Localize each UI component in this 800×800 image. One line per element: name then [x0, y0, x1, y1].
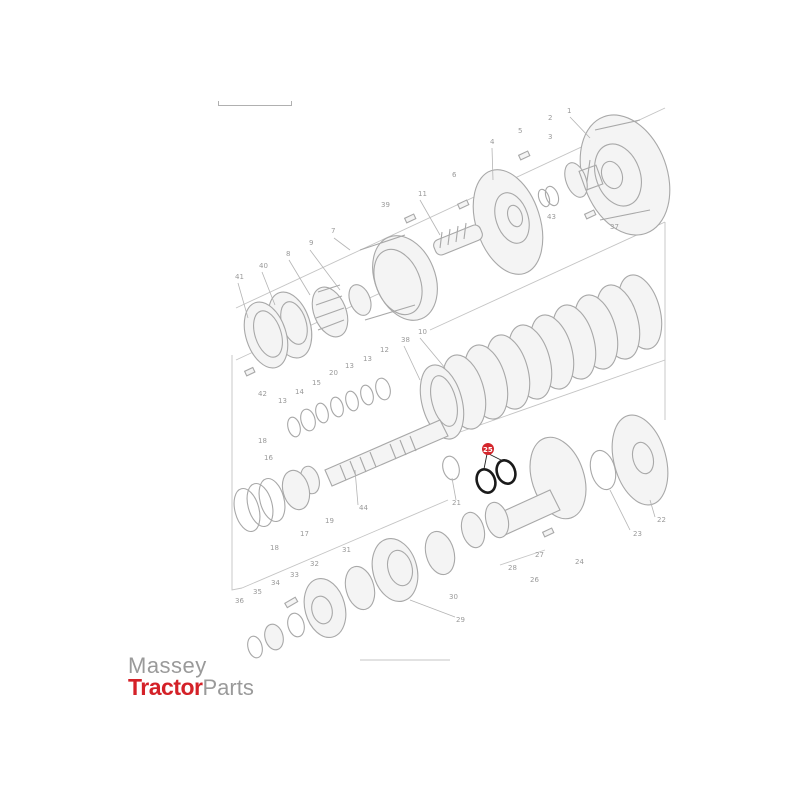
part-24-bolt — [541, 527, 555, 538]
label-19: 19 — [325, 517, 334, 525]
part-labels: 1 2 3 5 4 6 43 37 39 11 7 9 8 40 41 10 3… — [235, 107, 666, 624]
part-41-inner — [253, 310, 283, 358]
label-17: 17 — [300, 530, 309, 538]
label-4: 4 — [490, 138, 495, 146]
label-44: 44 — [359, 504, 368, 512]
part-4-plate — [472, 169, 544, 275]
label-10: 10 — [418, 328, 427, 336]
scale-bar — [218, 101, 292, 106]
label-21: 21 — [452, 499, 461, 507]
label-31: 31 — [342, 546, 351, 554]
part-7-drum — [359, 234, 438, 321]
part-28-flange-shaft — [492, 436, 587, 536]
label-7: 7 — [331, 227, 335, 235]
brand-logo: Massey TractorParts — [128, 655, 254, 699]
label-13a: 13 — [363, 355, 372, 363]
brand-parts: Parts — [202, 675, 254, 700]
label-41: 41 — [235, 273, 244, 281]
label-38: 38 — [401, 336, 410, 344]
label-12: 12 — [380, 346, 389, 354]
part-41-plate — [243, 301, 289, 369]
label-30: 30 — [449, 593, 458, 601]
label-39: 39 — [381, 201, 390, 209]
label-26: 26 — [530, 576, 539, 584]
part-2-flange — [537, 162, 604, 208]
brand-tractor: Tractor — [128, 674, 203, 700]
label-3: 3 — [548, 133, 552, 141]
part-23-shim — [589, 449, 617, 491]
label-11: 11 — [418, 190, 427, 198]
label-16: 16 — [264, 454, 273, 462]
label-32: 32 — [310, 560, 319, 568]
label-25-highlighted[interactable]: 25 — [483, 446, 493, 454]
label-5: 5 — [518, 127, 522, 135]
label-9: 9 — [309, 239, 313, 247]
part-22-inner — [631, 441, 655, 475]
rings-16-19 — [233, 465, 320, 533]
label-29: 29 — [456, 616, 465, 624]
label-1: 1 — [567, 107, 571, 115]
label-23: 23 — [633, 530, 642, 538]
lower-assembly — [247, 511, 486, 659]
highlight-badge — [482, 443, 494, 455]
label-8: 8 — [286, 250, 290, 258]
bolts — [403, 150, 597, 224]
part-10-clutch-pack — [419, 274, 663, 440]
leader-lines — [237, 116, 656, 618]
label-14: 14 — [295, 388, 304, 396]
part-44-main-shaft — [324, 419, 449, 487]
brand-line2: TractorParts — [128, 676, 254, 699]
label-18b: 18 — [270, 544, 279, 552]
label-13c: 13 — [278, 397, 287, 405]
label-37: 37 — [610, 223, 619, 231]
label-33: 33 — [290, 571, 299, 579]
rings-12-20 — [287, 377, 391, 438]
part-42-bolt — [243, 366, 256, 377]
label-27: 27 — [535, 551, 544, 559]
label-35: 35 — [253, 588, 262, 596]
label-43: 43 — [547, 213, 556, 221]
part-11-splined-shaft — [433, 222, 483, 256]
label-6: 6 — [452, 171, 457, 179]
part-25-seal-rings[interactable] — [473, 443, 518, 495]
label-40: 40 — [259, 262, 268, 270]
part-26-bearing — [484, 501, 510, 539]
label-24: 24 — [575, 558, 584, 566]
part-9-bearing — [348, 284, 372, 316]
part-22-disc — [611, 414, 669, 506]
group-frames — [231, 107, 666, 661]
label-2: 2 — [548, 114, 552, 122]
label-18a: 18 — [258, 437, 267, 445]
label-22: 22 — [657, 516, 666, 524]
label-42: 42 — [258, 390, 267, 398]
part-8-hub — [311, 284, 349, 338]
label-34: 34 — [271, 579, 280, 587]
label-15: 15 — [312, 379, 321, 387]
label-13b: 13 — [345, 362, 354, 370]
part-21-snap-ring — [442, 455, 460, 481]
label-28: 28 — [508, 564, 517, 572]
label-20: 20 — [329, 369, 338, 377]
label-36: 36 — [235, 597, 244, 605]
brand-line1: Massey — [128, 653, 207, 678]
